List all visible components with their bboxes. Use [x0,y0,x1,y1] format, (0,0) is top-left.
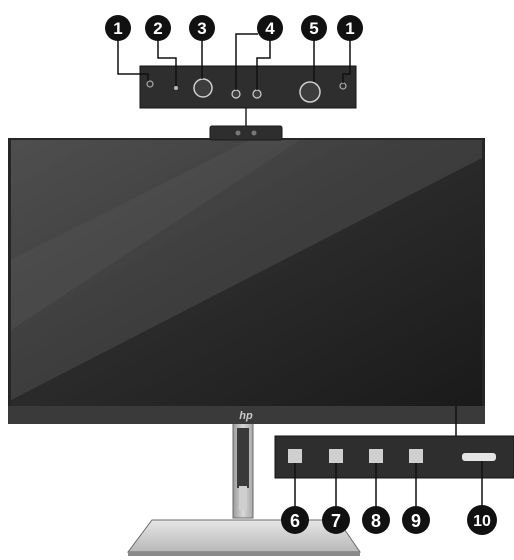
callout-10: 10 [467,505,497,535]
callout-8: 8 [362,506,390,534]
webcam-module [209,108,283,141]
camera-callouts: 1 2 3 4 5 1 [105,15,363,41]
camera-lens-right-icon [299,81,321,103]
stand-neck [232,417,254,519]
callout-1-right: 1 [337,15,363,41]
callout-5: 5 [301,15,327,41]
menu-button-2-icon [329,449,343,463]
svg-text:2: 2 [153,19,162,38]
svg-text:1: 1 [113,19,122,38]
button-leader-lines [294,461,483,506]
camera-lens-left-icon [193,78,213,98]
svg-text:10: 10 [473,513,491,530]
svg-text:9: 9 [411,511,421,531]
callout-3: 3 [189,15,215,41]
svg-text:3: 3 [197,19,206,38]
svg-text:5: 5 [309,19,318,38]
button-callouts: 6 7 8 9 10 [281,505,497,535]
svg-text:4: 4 [265,19,275,38]
svg-text:6: 6 [290,511,300,531]
callout-9: 9 [402,506,430,534]
svg-text:8: 8 [371,511,381,531]
callout-1-left: 1 [105,15,131,41]
webcam-detail [139,65,357,109]
camera-leader-lines [117,33,351,90]
menu-button-4-icon [409,449,423,463]
monitor-screen [8,138,485,424]
callout-6: 6 [281,506,309,534]
camera-left-indicator-icon [146,80,154,88]
camera-microphone-icon [252,89,262,99]
menu-button-3-icon [369,449,383,463]
camera-microphone-icon [231,89,241,99]
svg-text:1: 1 [345,19,354,38]
hp-logo: hp [239,410,253,422]
camera-small-sensor-icon [174,86,178,90]
callout-2: 2 [145,15,171,41]
power-button-icon [462,453,496,461]
callout-7: 7 [322,506,350,534]
callout-4: 4 [257,15,283,41]
svg-text:7: 7 [331,511,341,531]
button-panel-detail [274,406,514,479]
menu-button-1-icon [288,449,302,463]
